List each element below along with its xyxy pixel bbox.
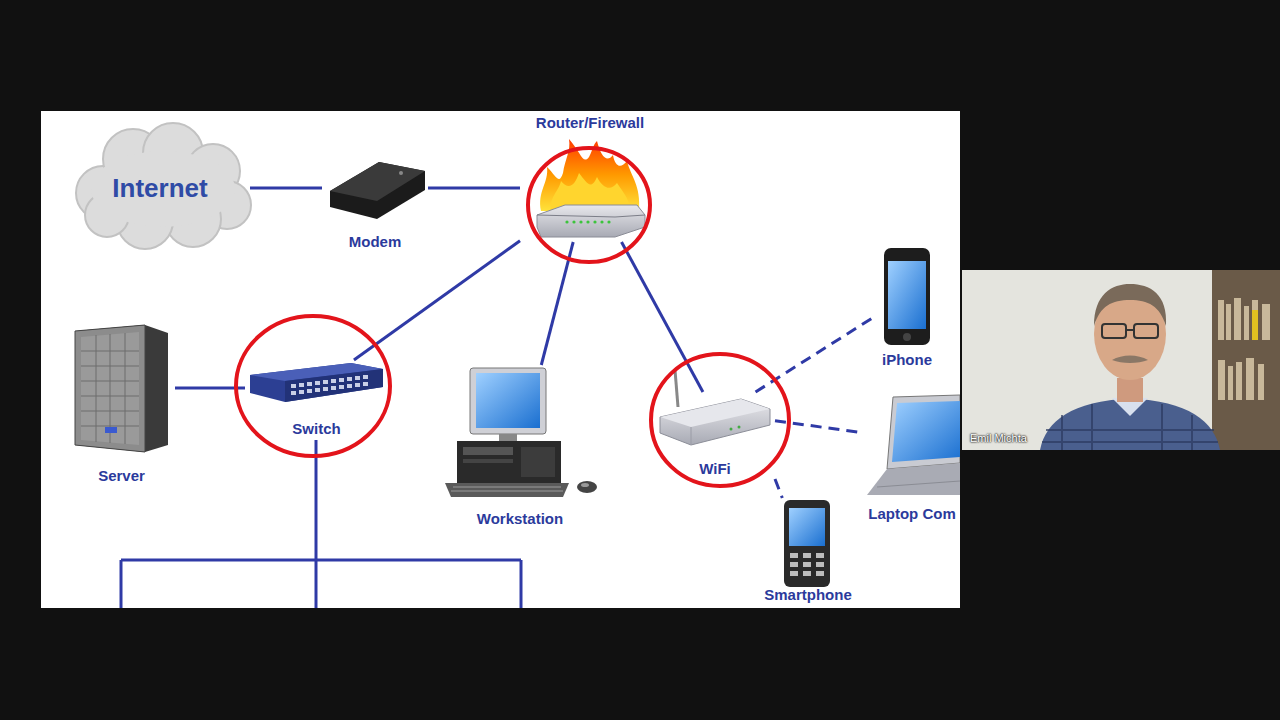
device-node: Laptop Com — [864, 392, 960, 525]
connector-line — [354, 241, 520, 360]
highlight-circle — [528, 148, 650, 262]
network-cable — [354, 241, 520, 360]
network-cable — [250, 188, 322, 189]
slide: Router/FirewallInternetModem iPhoneServer… — [41, 111, 960, 608]
device-label: Server — [68, 467, 175, 485]
network-cable — [175, 388, 245, 389]
connector-line — [756, 318, 872, 392]
connector-line — [541, 242, 573, 365]
bus-line — [120, 560, 123, 608]
device-node: WiFi — [655, 392, 775, 480]
network-cable — [622, 242, 703, 392]
server-icon — [75, 325, 168, 452]
connector-line — [775, 479, 782, 498]
network-cable — [541, 242, 573, 365]
device-label: Modem — [322, 233, 428, 251]
device-label: Router/Firewall — [520, 114, 660, 132]
firewall-router-icon — [537, 139, 645, 237]
participant-name: Emil Michta — [970, 432, 1027, 444]
connector-line — [250, 187, 322, 190]
wireless-link — [775, 479, 782, 498]
device-label: Smartphone — [760, 586, 856, 604]
bus-line — [315, 440, 318, 608]
smartphone-icon — [784, 500, 830, 587]
cloud-label: Internet — [70, 173, 250, 204]
bus-line — [520, 560, 523, 608]
connector-line — [428, 187, 520, 190]
bus-line — [121, 559, 521, 562]
device-label: Workstation — [440, 510, 600, 528]
modem-icon — [330, 162, 425, 219]
device-node: Router/Firewall — [520, 112, 660, 242]
wifi-router-icon — [660, 370, 770, 445]
laptop-icon — [867, 395, 960, 495]
device-node: Internet — [70, 128, 250, 245]
device-label: Laptop Com — [864, 505, 960, 523]
device-node: Server — [68, 322, 175, 487]
device-node: Smartphone — [760, 498, 856, 606]
device-node: Modem — [322, 155, 428, 252]
device-node: Workstation — [440, 365, 600, 530]
device-label: Switch — [245, 420, 388, 438]
wireless-link — [756, 318, 872, 392]
device-node: Switch — [245, 360, 388, 440]
webcam-image — [962, 270, 1280, 450]
device-node: iPhone — [872, 245, 942, 370]
wireless-link — [775, 421, 864, 433]
webcam-panel: Emil Michta — [962, 270, 1280, 450]
iphone-icon — [884, 248, 930, 345]
device-label: WiFi — [655, 460, 775, 478]
node-layer: Router/FirewallInternetModem iPhoneServer… — [41, 111, 960, 608]
switch-icon — [250, 363, 383, 402]
connector-line — [622, 242, 703, 392]
workstation-icon — [445, 368, 597, 497]
connector-line — [175, 387, 245, 390]
network-cable — [428, 188, 520, 189]
device-label: iPhone — [872, 351, 942, 369]
connector-line — [775, 421, 864, 433]
highlight-circle — [651, 354, 789, 486]
highlight-circle — [236, 316, 390, 456]
